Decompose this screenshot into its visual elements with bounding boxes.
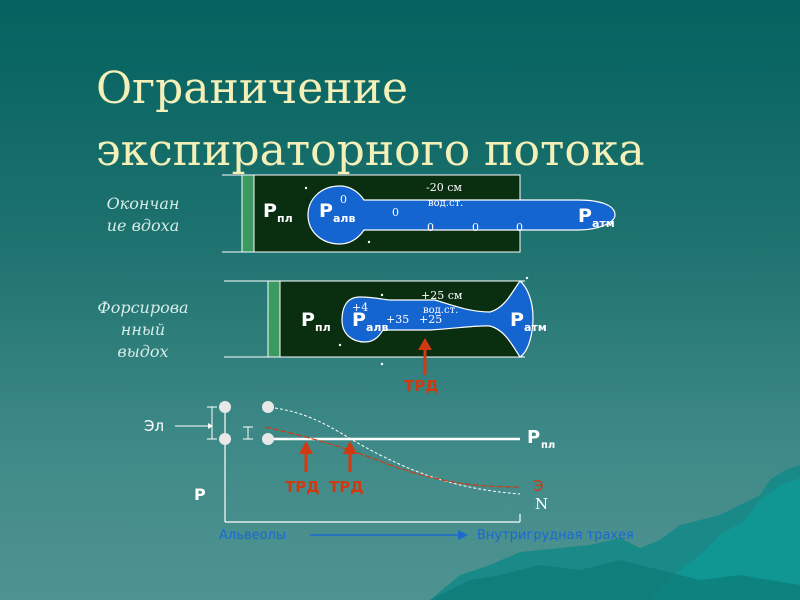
forced-expiration-panel: P пл P алв P атм +25 см вод.ст. +4 +35 +… [224, 276, 547, 395]
airway-value: 0 [427, 221, 434, 234]
p-pl-sub: пл [277, 212, 293, 225]
p-atm-sub: атм [592, 217, 615, 230]
airway-value: 0 [392, 206, 399, 219]
alv-value: 0 [340, 193, 347, 206]
title-line-1: Ограничение [96, 63, 408, 114]
p-pl-label: P [263, 200, 277, 222]
p-pl-sub: пл [315, 321, 331, 334]
airway-value: 0 [516, 221, 523, 234]
curve-e-label: Э [533, 477, 543, 495]
piston [267, 280, 281, 358]
p-pl-label: P [301, 309, 315, 331]
inspiration-label: Окончан ие вдоха [88, 193, 198, 237]
inspiration-label-line: Окончан [106, 194, 180, 213]
title-line-2: экспираторного потока [96, 125, 645, 176]
p-alv-sub: алв [333, 212, 355, 225]
p-alv-label: P [352, 309, 366, 331]
forced-label-line: выдох [117, 342, 169, 361]
slide-title: Ограничение экспираторного потока [96, 58, 645, 182]
airway-shape [307, 185, 616, 245]
airway-shape-compressed [341, 280, 534, 358]
inspiration-label-line: ие вдоха [106, 216, 180, 235]
graph-p-pl: P [527, 427, 540, 448]
curve-n [274, 407, 521, 495]
alv-value: +4 [352, 301, 368, 314]
arrow-right-icon [458, 530, 468, 540]
pressure-text: +25 см [421, 289, 463, 302]
p-atm-sub: атм [524, 321, 547, 334]
graph-p-pl-sub: пл [541, 440, 555, 451]
pressure-graph: ТРД ТРД Эл P P пл Э N Альвеолы Внутригру… [144, 401, 634, 543]
forced-label-line: нный [120, 320, 166, 339]
forced-expiration-label: Форсирова нный выдох [88, 297, 198, 363]
pressure-unit: вод.ст. [428, 198, 463, 209]
piston [241, 174, 255, 253]
trd-label: ТРД [329, 478, 364, 496]
pressure-axis-label: P [194, 485, 206, 504]
p-alv-sub: алв [366, 321, 388, 334]
inspiration-panel: P пл P алв P атм -20 см вод.ст. 0 0 0 0 … [222, 174, 616, 253]
trd-arrow [299, 441, 313, 454]
trd-label: ТРД [404, 377, 439, 395]
curve-e [264, 426, 521, 488]
mountain-decoration [430, 465, 800, 600]
forced-label-line: Форсирова [97, 298, 189, 317]
curve-n-label: N [535, 495, 548, 513]
pressure-unit: вод.ст. [423, 305, 458, 316]
p-atm-label: P [510, 309, 524, 331]
trd-label: ТРД [285, 478, 320, 496]
x-axis-start-label: Альвеолы [219, 528, 286, 543]
airway-value: +35 [386, 313, 409, 326]
p-atm-label: P [578, 205, 592, 227]
p-alv-label: P [319, 200, 333, 222]
pressure-text: -20 см [426, 181, 462, 194]
airway-value: 0 [472, 221, 479, 234]
trd-arrow [343, 441, 357, 454]
elasticity-label: Эл [144, 417, 164, 435]
x-axis-end-label: Внутригрудная трахея [477, 528, 634, 543]
airway-value: +25 [419, 313, 442, 326]
